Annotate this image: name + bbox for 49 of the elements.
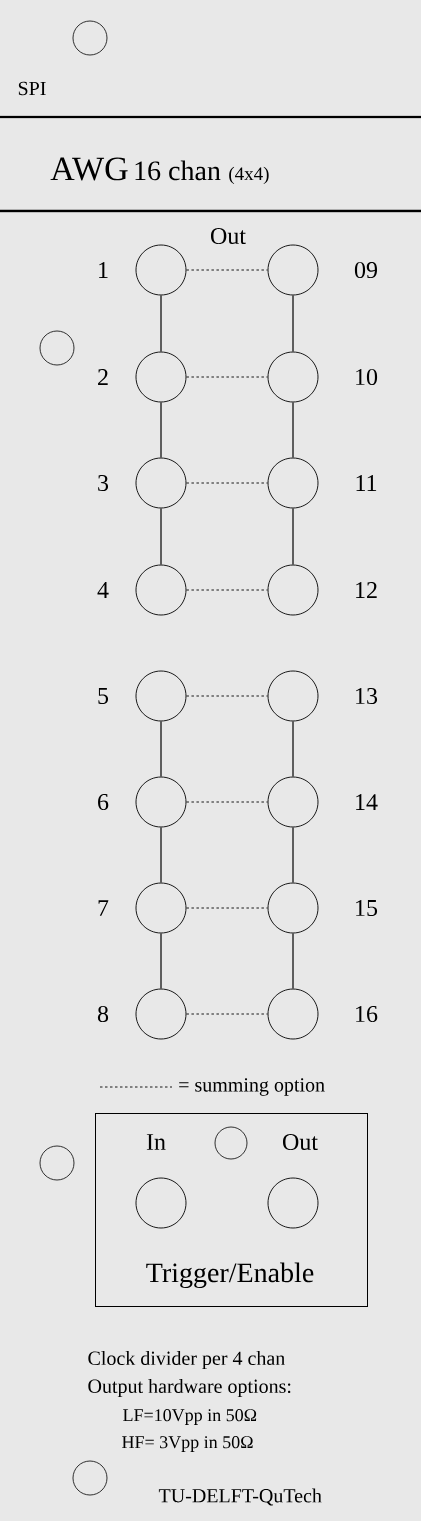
summing-line [186,269,268,271]
link-line [160,720,162,778]
footer-text: HF= 3Vpp in 50Ω [122,1436,253,1452]
channel-number: 4 [97,582,109,598]
maker-text: TU-DELFT-QuTech [158,1488,322,1506]
link-line [292,401,294,459]
port-label: Out [283,1133,318,1151]
link-line [160,294,162,353]
link-line [160,401,162,459]
channel-number: 13 [356,687,378,705]
footer-text: LF=10Vpp in 50Ω [123,1409,257,1425]
channel-number: 8 [97,1005,109,1023]
column-heading: Out [211,227,246,245]
channel-number: 1 [99,262,108,278]
link-line [160,826,162,884]
footer-text: Clock divider per 4 chan [88,1350,285,1370]
header-text: (4x4) [229,166,269,185]
channel-number: 10 [356,368,378,386]
channel-number: 14 [356,794,378,810]
channel-number: 5 [98,688,109,704]
legend-text: = summing option [179,1078,325,1096]
link-line [292,826,294,884]
header-text: SPI [18,81,46,96]
summing-line [186,482,268,484]
channel-number: 15 [356,900,378,917]
channel-number: 3 [98,474,109,492]
channel-number: 16 [356,1005,378,1023]
channel-number: 6 [98,793,109,811]
link-line [292,932,294,990]
port-label: In [146,1134,166,1150]
link-line [292,294,294,353]
channel-number: 09 [354,261,377,279]
header-text: 16 chan [135,160,221,181]
channel-number: 7 [98,900,109,916]
channel-number: 12 [356,582,377,598]
summing-line [186,589,268,591]
link-line [160,932,162,990]
summing-line [186,907,268,909]
footer-text: Output hardware options: [88,1378,291,1398]
summing-line [186,1013,268,1015]
summing-line [186,801,268,803]
channel-number: 11 [356,475,377,491]
link-line [292,720,294,778]
summing-line [186,695,268,697]
link-line [160,507,162,566]
link-line [292,507,294,566]
header-text: AWG [50,157,128,181]
summing-line [186,376,268,378]
channel-number: 2 [98,369,108,385]
